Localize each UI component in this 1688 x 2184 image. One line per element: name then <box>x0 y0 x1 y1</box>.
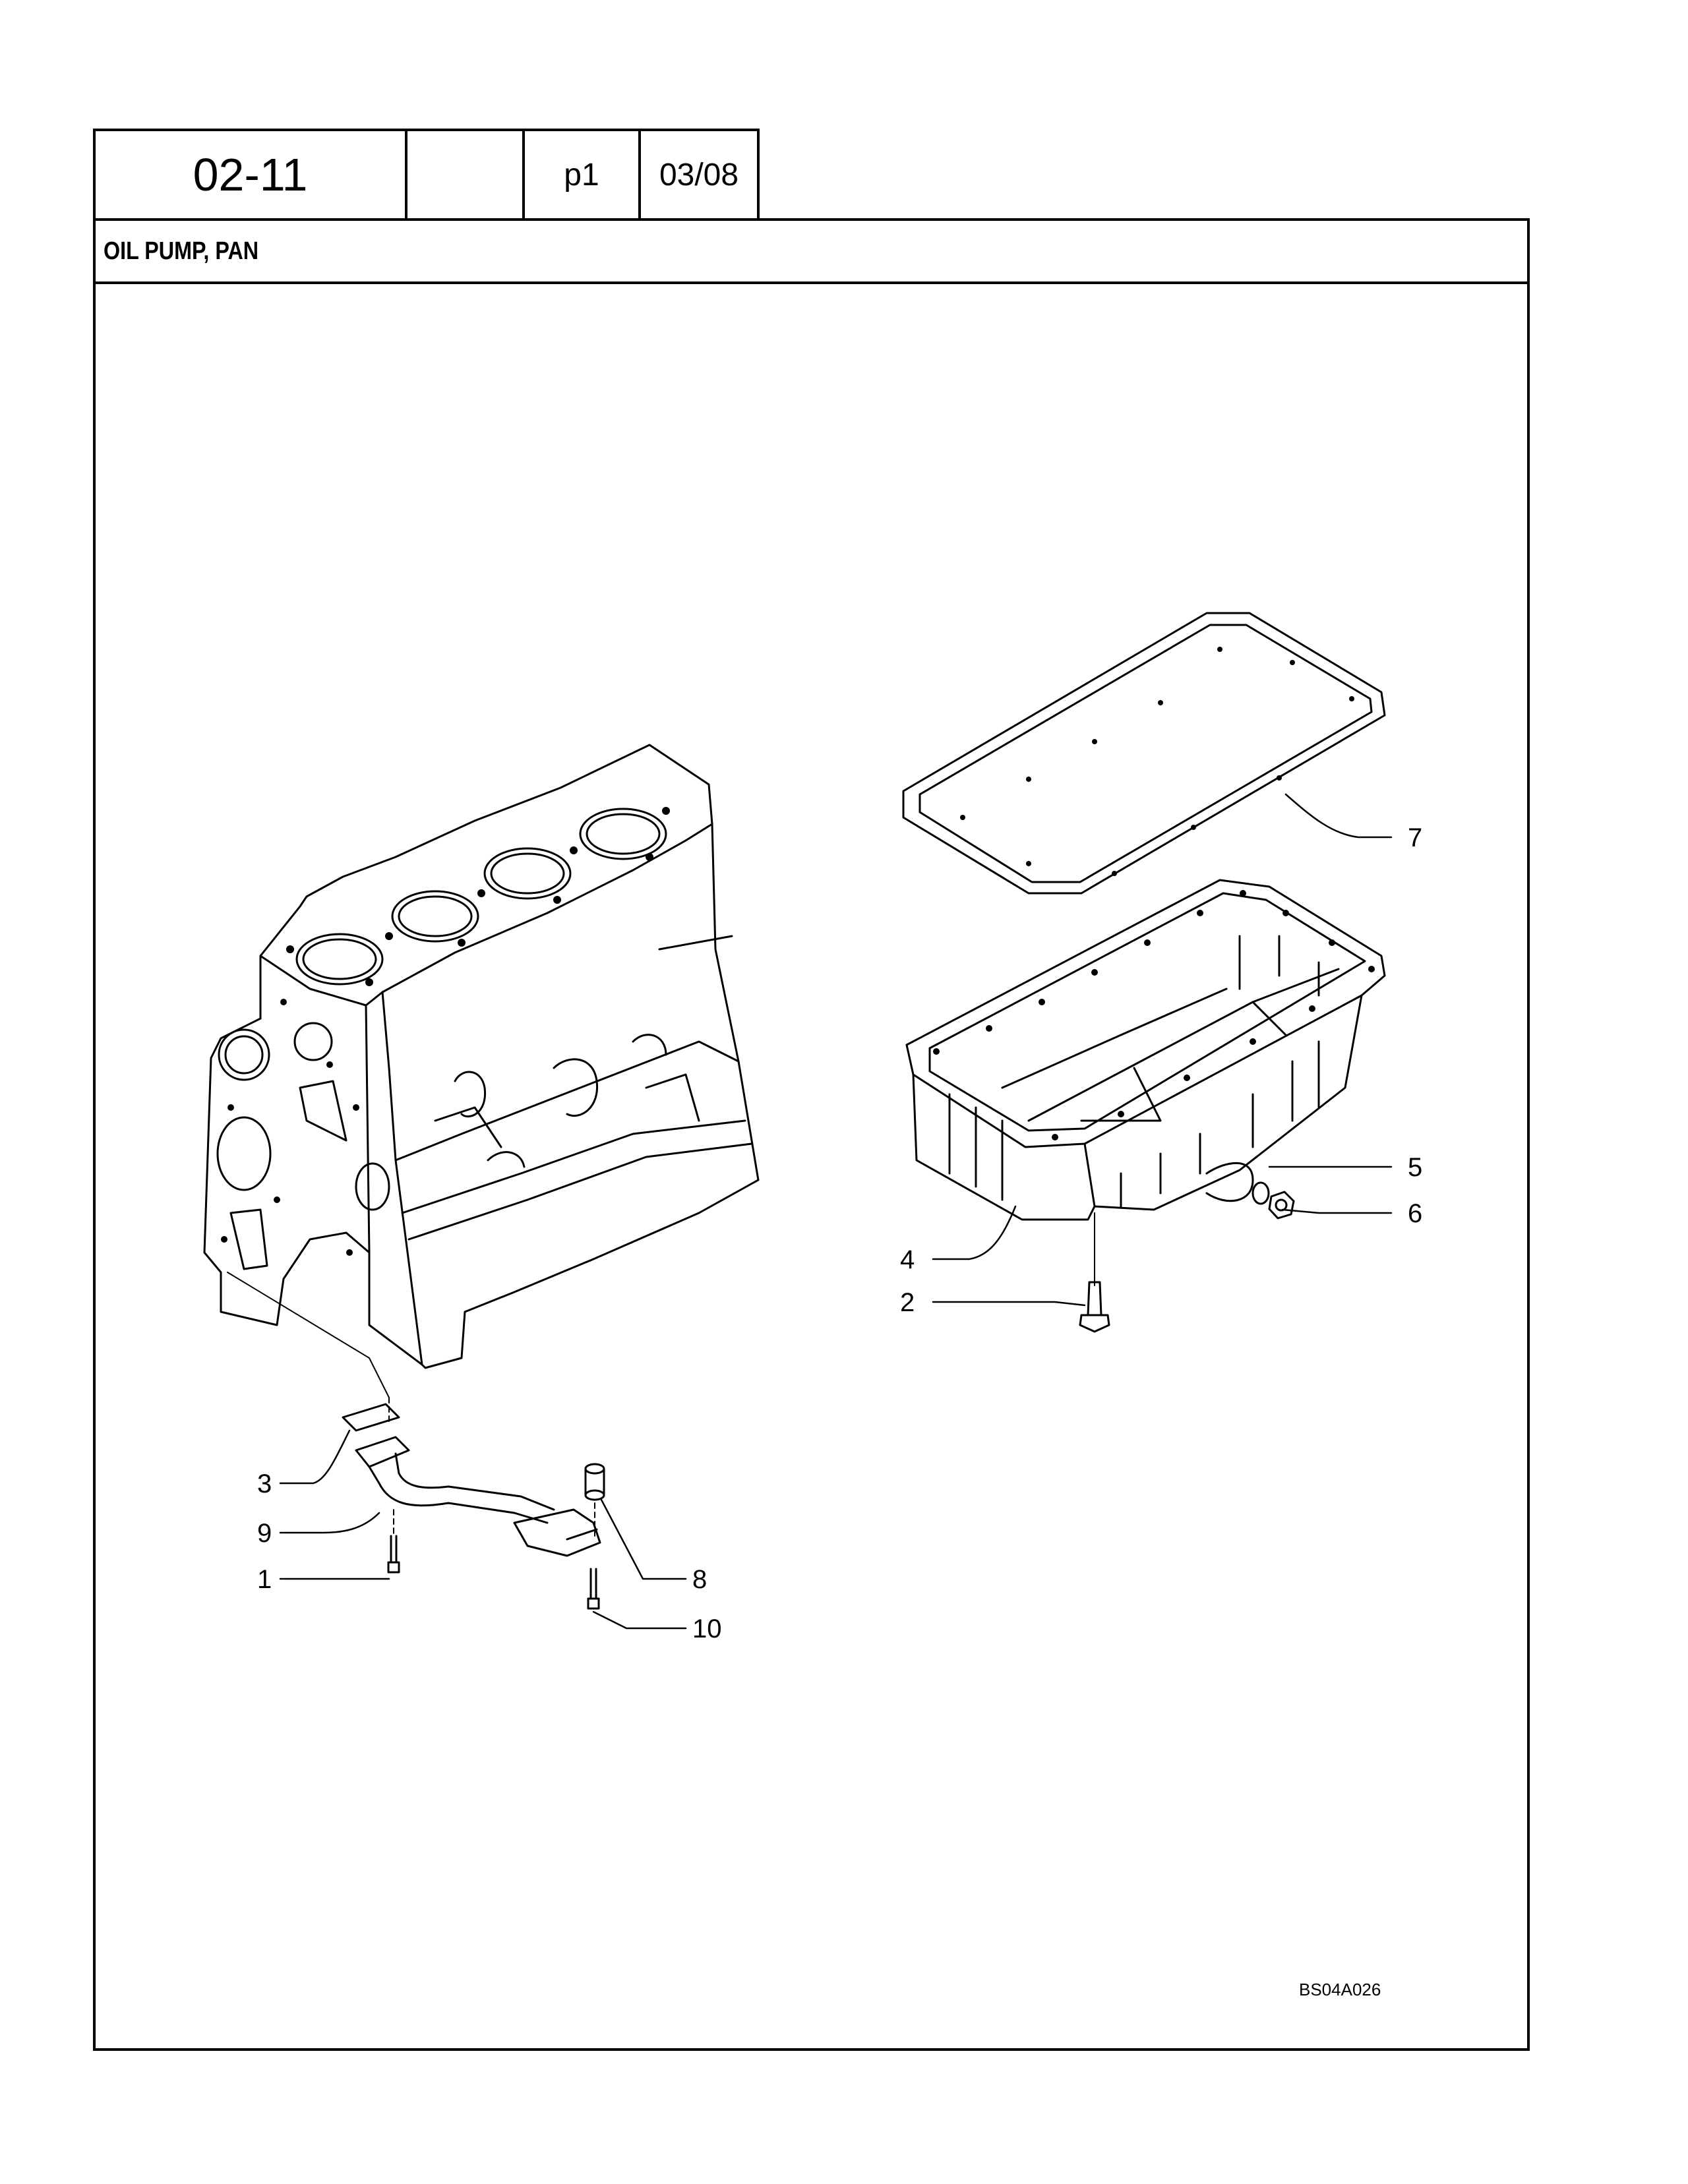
callout-8: 8 <box>692 1565 707 1594</box>
gasket-illustration <box>902 612 1386 895</box>
spacer-illustration <box>584 1463 605 1537</box>
pickup-bolt-10-illustration <box>587 1568 600 1610</box>
oil-pan-illustration <box>905 879 1386 1221</box>
callout-2: 2 <box>900 1288 915 1317</box>
callout-9: 9 <box>257 1519 272 1548</box>
callout-4: 4 <box>900 1245 915 1274</box>
section-number: 02-11 <box>193 149 308 200</box>
revision-date: 03/08 <box>659 157 739 192</box>
page-title-bar: OIL PUMP, PAN <box>96 221 1527 284</box>
callout-3: 3 <box>257 1469 272 1498</box>
date-cell: 03/08 <box>638 129 760 221</box>
pickup-bolt-1-illustration <box>387 1509 400 1574</box>
page-title: OIL PUMP, PAN <box>104 237 259 265</box>
callout-7: 7 <box>1408 823 1422 852</box>
pan-bolt-illustration <box>1079 1212 1110 1333</box>
drawing-frame: OIL PUMP, PAN <box>93 218 1530 2051</box>
callout-10: 10 <box>692 1614 722 1643</box>
oil-pickup-tube-illustration <box>355 1436 601 1557</box>
page-number: p1 <box>564 157 599 192</box>
drain-washer-illustration <box>1251 1181 1270 1205</box>
callout-5: 5 <box>1408 1153 1422 1182</box>
callout-6: 6 <box>1408 1199 1422 1228</box>
figure-reference-code: BS04A026 <box>1299 1980 1381 1999</box>
callout-1: 1 <box>257 1565 272 1594</box>
pickup-gasket-illustration <box>342 1403 400 1432</box>
engine-block-illustration <box>203 744 760 1369</box>
drain-plug-illustration <box>1268 1191 1295 1220</box>
